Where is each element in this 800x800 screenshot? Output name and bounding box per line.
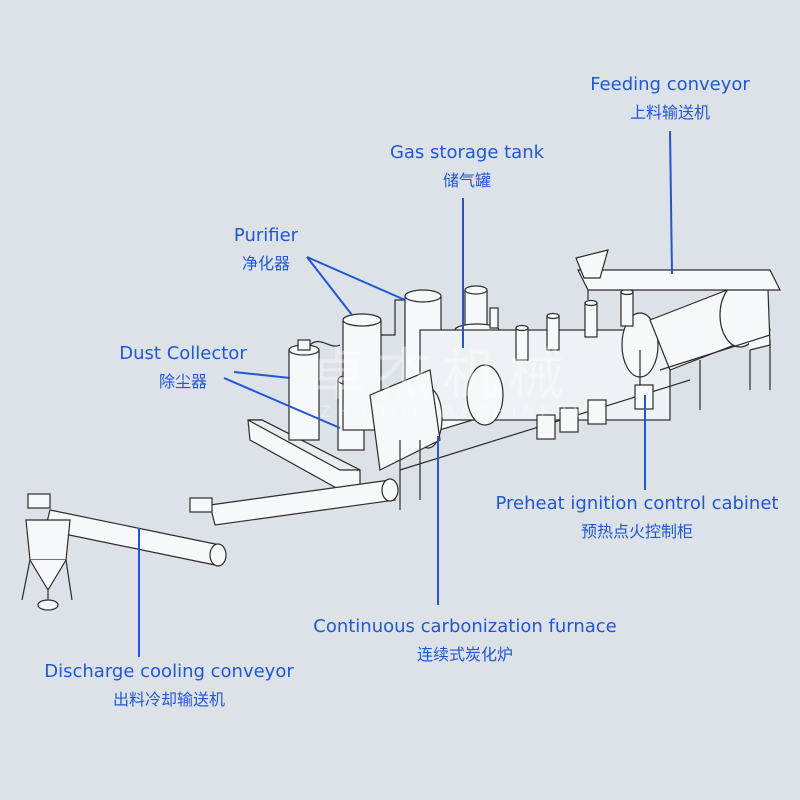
- feeding-conveyor: [575, 249, 781, 300]
- label-discharge-conveyor-en: Discharge cooling conveyor: [44, 661, 294, 682]
- label-discharge-conveyor-zh: 出料冷却输送机: [112, 690, 225, 709]
- watermark-sub: ZHUOJIE MACHINERY: [320, 402, 589, 421]
- label-dust-collector: Dust Collector 除尘器: [108, 343, 258, 393]
- label-dust-collector-en: Dust Collector: [119, 343, 247, 364]
- label-discharge-conveyor: Discharge cooling conveyor 出料冷却输送机: [34, 661, 304, 711]
- watermark-main: 卓杰机械: [310, 343, 574, 408]
- label-feeding-conveyor-en: Feeding conveyor: [590, 74, 750, 95]
- label-purifier-zh: 净化器: [241, 254, 290, 273]
- label-feeding-conveyor: Feeding conveyor 上料输送机: [575, 74, 765, 124]
- label-feeding-conveyor-zh: 上料输送机: [629, 103, 710, 122]
- label-carbonization-furnace-zh: 连续式炭化炉: [416, 645, 513, 664]
- label-preheat-cabinet-zh: 预热点火控制柜: [580, 522, 693, 541]
- control-cabinet: [536, 384, 654, 440]
- label-gas-storage-tank-en: Gas storage tank: [389, 142, 545, 163]
- discharge-cooling-conveyor: [21, 478, 399, 611]
- label-preheat-cabinet-en: Preheat ignition control cabinet: [495, 493, 779, 514]
- carbonization-furnace: [369, 282, 771, 471]
- label-purifier: Purifier 净化器: [216, 225, 316, 275]
- label-purifier-en: Purifier: [233, 225, 299, 246]
- label-carbonization-furnace-en: Continuous carbonization furnace: [313, 616, 617, 637]
- label-preheat-cabinet: Preheat ignition control cabinet 预热点火控制柜: [484, 493, 790, 543]
- label-carbonization-furnace: Continuous carbonization furnace 连续式炭化炉: [302, 616, 628, 666]
- label-gas-storage-tank-zh: 储气罐: [442, 171, 491, 190]
- label-gas-storage-tank: Gas storage tank 储气罐: [382, 142, 552, 192]
- label-dust-collector-zh: 除尘器: [158, 372, 207, 391]
- leader-lines: [138, 130, 673, 657]
